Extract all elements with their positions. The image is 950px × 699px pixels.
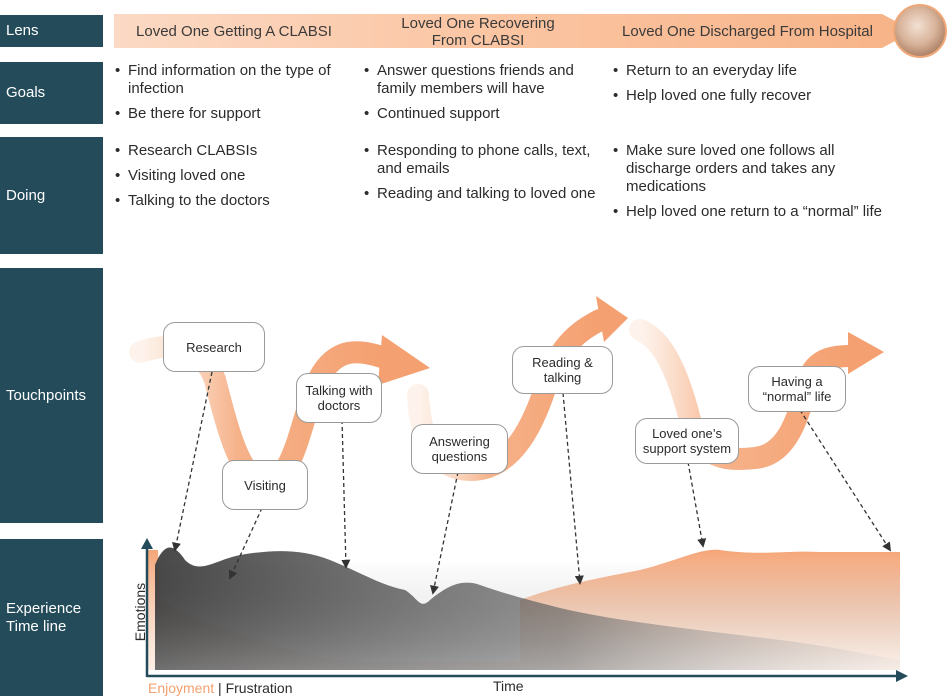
y-axis-label: Emotions	[132, 582, 148, 642]
y-axis-arrow	[141, 538, 153, 549]
touchpoint-answering-questions: Answering questions	[411, 424, 508, 474]
connector-support-system	[687, 461, 707, 548]
connector-normal-life	[799, 409, 891, 552]
row-label-lens: Lens	[0, 15, 103, 47]
touchpoint-visiting: Visiting	[222, 460, 308, 510]
lens-stage-3: Loved One Discharged From Hospital	[622, 23, 873, 40]
touchpoint-research: Research	[163, 322, 265, 372]
row-label-doing: Doing	[0, 137, 103, 254]
row-label-lens-text: Lens	[6, 22, 39, 39]
row-label-goals-text: Goals	[6, 84, 46, 101]
ribbon-arrow-2	[596, 296, 628, 342]
row-label-doing-text: Doing	[6, 186, 46, 204]
list-item: Return to an everyday life	[613, 62, 873, 80]
legend-enjoyment: Enjoyment	[148, 680, 215, 696]
goals-column-1: Find information on the type of infectio…	[115, 62, 355, 130]
ribbon-arrow-3	[848, 332, 884, 374]
ribbon-arrow-1	[378, 335, 430, 385]
row-label-touchpoints-text: Touchpoints	[6, 386, 87, 404]
list-item: Talking to the doctors	[115, 192, 355, 210]
row-label-touchpoints: Touchpoints	[0, 268, 103, 523]
list-item: Answer questions friends and family memb…	[364, 62, 604, 98]
lens-stage-1: Loved One Getting A CLABSI	[136, 23, 332, 40]
list-item: Visiting loved one	[115, 167, 355, 185]
touchpoint-normal-life: Having a “normal” life	[748, 366, 846, 412]
x-axis-label: Time	[493, 678, 524, 694]
connector-visiting	[228, 507, 263, 580]
touchpoint-connectors	[172, 371, 891, 595]
list-item: Research CLABSIs	[115, 142, 355, 160]
avatar	[893, 4, 947, 58]
connector-reading-talking	[562, 392, 584, 585]
lens-stage-2: Loved One Recovering From CLABSI	[401, 15, 555, 49]
legend: Enjoyment | Frustration	[148, 680, 293, 696]
lens-arrow-bar	[114, 14, 914, 48]
timeline-plot	[141, 538, 908, 682]
list-item: Responding to phone calls, text, and ema…	[364, 142, 604, 178]
doing-column-2: Responding to phone calls, text, and ema…	[364, 142, 604, 210]
legend-separator: |	[214, 680, 226, 696]
list-item: Reading and talking to loved one	[364, 185, 604, 203]
row-label-goals: Goals	[0, 62, 103, 124]
touchpoint-support-system: Loved one’s support system	[635, 418, 739, 464]
legend-frustration: Frustration	[225, 680, 293, 696]
x-axis-arrow	[896, 670, 908, 682]
doing-column-1: Research CLABSIs Visiting loved one Talk…	[115, 142, 355, 217]
touchpoint-reading-talking: Reading & talking	[512, 346, 613, 394]
row-label-experience: Experience Time line	[0, 539, 103, 696]
list-item: Continued support	[364, 105, 604, 123]
list-item: Be there for support	[115, 105, 355, 123]
doing-column-3: Make sure loved one follows all discharg…	[613, 142, 883, 228]
list-item: Help loved one fully recover	[613, 87, 873, 105]
row-label-experience-text: Experience Time line	[6, 599, 82, 635]
goals-column-3: Return to an everyday life Help loved on…	[613, 62, 873, 112]
goals-column-2: Answer questions friends and family memb…	[364, 62, 604, 130]
connector-talking-with-doctors	[341, 419, 351, 569]
connector-research	[172, 371, 213, 552]
list-item: Help loved one return to a “normal” life	[613, 203, 883, 221]
list-item: Make sure loved one follows all discharg…	[613, 142, 883, 196]
touchpoint-talking-with-doctors: Talking with doctors	[296, 373, 382, 423]
list-item: Find information on the type of infectio…	[115, 62, 355, 98]
